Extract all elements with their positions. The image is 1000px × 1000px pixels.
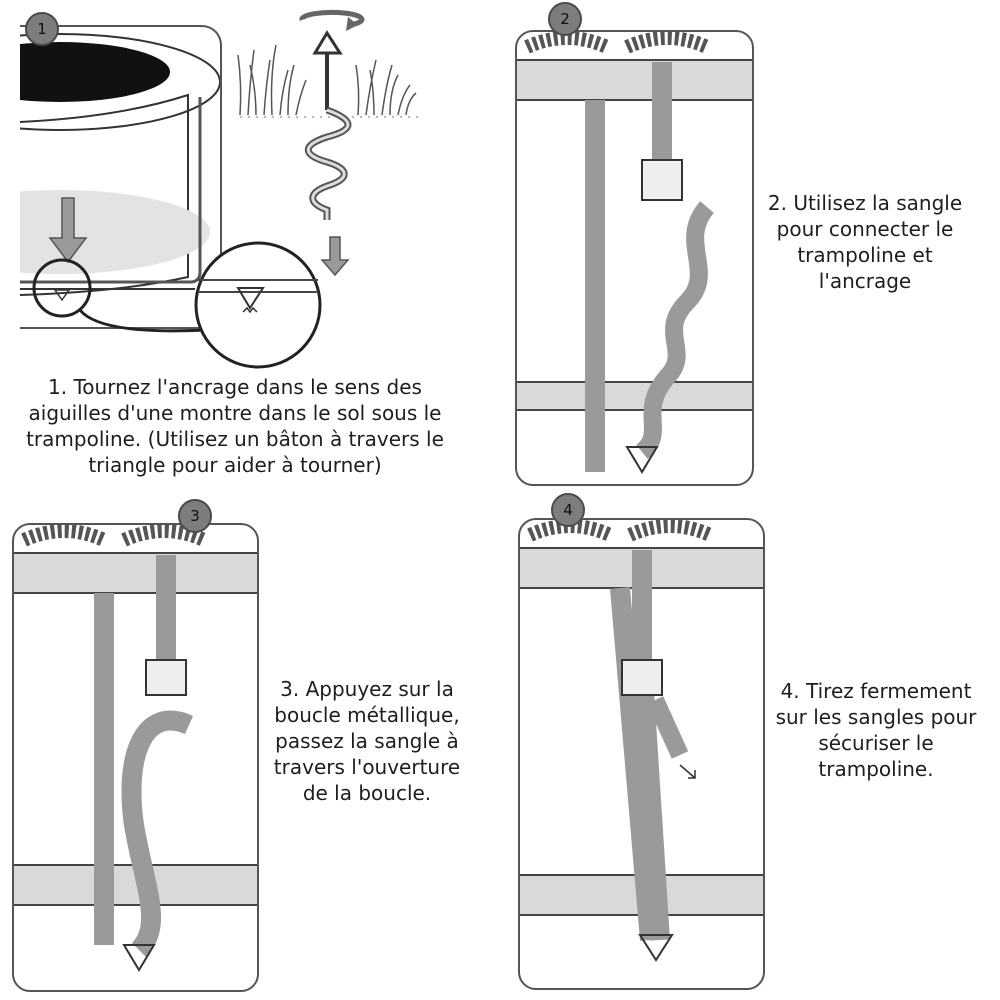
step-4-number: 4	[563, 501, 573, 519]
step-2-badge: 2	[548, 2, 582, 36]
strap-attach-illustration	[517, 32, 752, 484]
step-4-panel	[518, 518, 765, 990]
step-2-number: 2	[560, 10, 570, 28]
step-3-number: 3	[190, 507, 200, 525]
step-3-panel	[12, 523, 259, 992]
ground-anchor-illustration	[230, 5, 430, 285]
step-4-caption: 4. Tirez fermement sur les sangles pour …	[770, 678, 982, 782]
strap-loose	[131, 721, 189, 950]
step-1-number: 1	[37, 20, 47, 38]
anchor-handle-icon	[315, 33, 340, 53]
spring-left	[527, 38, 607, 47]
arrow-pull-icon	[680, 765, 695, 778]
step-3-badge: 3	[178, 499, 212, 533]
step-1-badge: 1	[25, 12, 59, 46]
buckle-thread-illustration	[14, 525, 257, 990]
arrow-down-icon	[322, 237, 348, 275]
spring-left	[24, 531, 104, 540]
frame-bottom-rail	[515, 382, 754, 410]
zoom-source-circle	[34, 260, 90, 316]
strap-tighten-illustration	[520, 520, 763, 988]
grass-right	[356, 60, 416, 115]
step-2-panel	[515, 30, 754, 486]
frame-top-rail	[515, 60, 754, 100]
step-1-caption: 1. Tournez l'ancrage dans le sens des ai…	[5, 374, 465, 478]
spring-left	[530, 526, 610, 535]
strap-tail	[655, 700, 680, 755]
buckle	[642, 160, 682, 200]
spring-right	[630, 526, 710, 535]
step-2-caption: 2. Utilisez la sangle pour connecter le …	[760, 190, 970, 294]
grass-left	[238, 45, 306, 115]
step-3-caption: 3. Appuyez sur la boucle métallique, pas…	[262, 676, 472, 806]
buckle	[146, 660, 186, 695]
spring-right	[627, 38, 707, 47]
strap-loose	[642, 207, 707, 452]
buckle	[622, 660, 662, 695]
frame-top-rail	[12, 553, 259, 593]
step-4-badge: 4	[551, 493, 585, 527]
